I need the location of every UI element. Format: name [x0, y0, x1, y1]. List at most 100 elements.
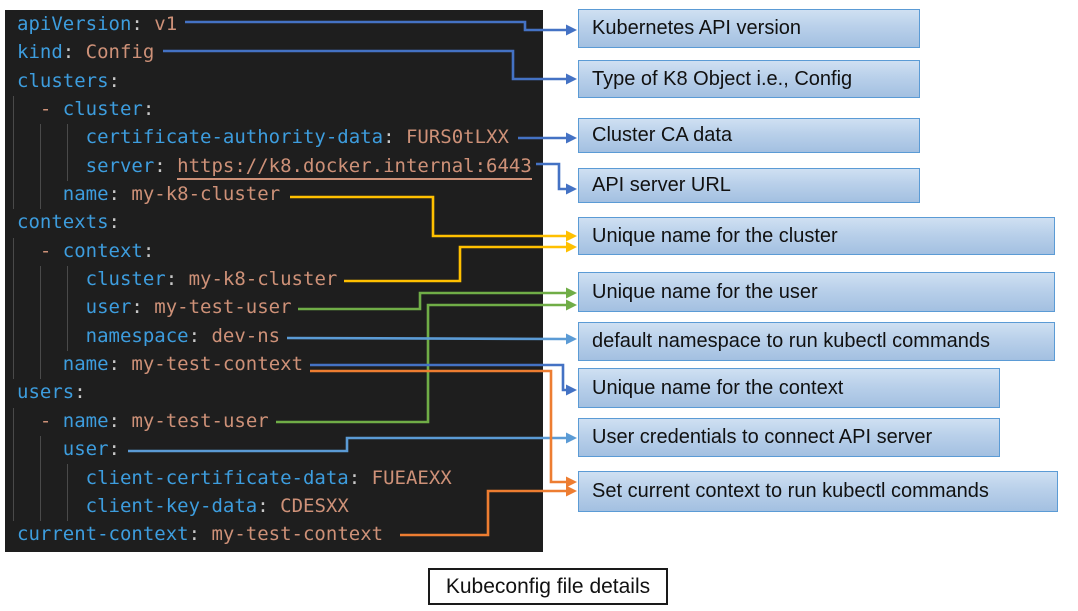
code-token-key: name	[62, 183, 109, 206]
code-token-val: my-test-context	[131, 353, 304, 376]
indent-guide-line	[67, 266, 68, 351]
code-token-plain	[17, 296, 86, 318]
code-line: client-key-data: CDESXX	[17, 492, 532, 520]
code-token-key: kind	[17, 41, 63, 64]
arrow-certdata-to-ca-data-label-head	[566, 132, 577, 144]
code-token-punc: :	[131, 13, 155, 35]
code-token-punc: :	[348, 466, 372, 489]
code-token-punc: :	[142, 239, 155, 262]
arrow-ctxuser-to-user-name-label-head	[566, 287, 577, 299]
code-token-punc: :	[165, 268, 189, 291]
code-line: name: my-test-context	[17, 350, 532, 378]
code-token-plain	[17, 467, 86, 489]
indent-guide-line	[40, 436, 41, 521]
code-token-punc: :	[383, 126, 406, 149]
code-token-punc: :	[108, 438, 120, 461]
code-token-key: certificate-authority-data	[85, 126, 384, 149]
code-token-plain	[17, 240, 40, 262]
annotation-text: API server URL	[592, 174, 731, 196]
code-token-val: FURS0tLXX	[405, 126, 509, 149]
code-line: name: my-k8-cluster	[17, 180, 532, 208]
code-line: current-context: my-test-context	[17, 520, 532, 548]
annotation-text: Unique name for the context	[592, 376, 844, 399]
arrow-namespace-to-namespace-label-head	[566, 333, 577, 345]
code-line: apiVersion: v1	[17, 10, 532, 38]
code-token-val: Config	[85, 41, 155, 64]
arrow-username-to-user-name-label-head	[566, 299, 577, 311]
code-token-punc: :	[188, 523, 212, 546]
code-line: user:	[17, 435, 532, 463]
annotation-cluster-name: Unique name for the cluster	[578, 217, 1055, 255]
indent-guide-line	[40, 124, 41, 209]
code-line: - cluster:	[17, 95, 532, 123]
code-token-plain	[17, 155, 86, 177]
code-token-plain	[17, 495, 86, 517]
code-token-plain	[17, 268, 86, 290]
annotation-context-name: Unique name for the context	[578, 368, 1000, 408]
annotation-text: User credentials to connect API server	[592, 426, 933, 448]
code-token-key: user	[62, 438, 109, 461]
annotation-user-credentials: User credentials to connect API server	[578, 418, 1000, 457]
code-token-key: contexts	[17, 211, 109, 234]
code-token-val: my-k8-cluster	[131, 183, 281, 206]
indent-guide-line	[40, 266, 41, 379]
arrow-apiversion-to-api-version-label-head	[566, 24, 577, 36]
annotation-ca-data: Cluster CA data	[578, 118, 920, 153]
code-token-val: my-test-user	[131, 409, 269, 432]
code-token-key: cluster	[85, 268, 166, 291]
code-token-val: my-test-user	[154, 296, 292, 319]
annotation-text: Unique name for the user	[592, 280, 818, 303]
code-token-dash: -	[39, 409, 63, 432]
indent-guide-line	[67, 464, 68, 521]
code-token-punc: :	[154, 154, 178, 177]
code-token-key: context	[62, 239, 143, 262]
annotation-object-type: Type of K8 Object i.e., Config	[578, 60, 920, 98]
code-token-key: clusters	[17, 69, 109, 92]
code-token-punc: :	[142, 98, 155, 121]
code-token-punc: :	[62, 41, 86, 64]
code-token-punc: :	[108, 69, 120, 92]
code-token-punc: :	[108, 211, 120, 234]
arrow-ctxname-to-context-name-label-head	[566, 384, 577, 396]
code-token-punc: :	[108, 409, 132, 432]
arrow-kind-to-object-type-label-head	[566, 73, 577, 85]
annotation-text: Kubernetes API version	[592, 17, 802, 39]
code-token-val: my-test-context	[211, 523, 384, 546]
code-token-punc: :	[131, 296, 155, 319]
code-token-punc: :	[108, 183, 132, 206]
annotation-text: Type of K8 Object i.e., Config	[592, 67, 853, 90]
code-line: users:	[17, 378, 532, 406]
code-token-key: cluster	[62, 98, 143, 121]
code-token-key: current-context	[17, 523, 189, 546]
server-url-link[interactable]: https://k8.docker.internal:6443	[177, 154, 532, 180]
code-token-key: name	[62, 353, 109, 376]
code-token-plain	[17, 325, 86, 347]
annotation-user-name: Unique name for the user	[578, 272, 1055, 312]
code-token-plain	[17, 98, 40, 120]
code-line: - context:	[17, 237, 532, 265]
annotation-api-version: Kubernetes API version	[578, 9, 920, 48]
caption-text: Kubeconfig file details	[445, 574, 651, 598]
code-token-val: v1	[154, 13, 178, 35]
code-token-key: user	[85, 296, 132, 319]
indent-guide-line	[13, 238, 14, 379]
annotation-text: Unique name for the cluster	[592, 224, 838, 247]
code-line: kind: Config	[17, 38, 532, 66]
arrow-currentctx-to-current-context-label-head	[566, 485, 577, 497]
code-token-plain	[17, 126, 86, 148]
code-token-key: users	[17, 381, 75, 404]
code-line: certificate-authority-data: FURS0tLXX	[17, 123, 532, 151]
arrow-user-to-credentials-label-head	[566, 432, 577, 444]
annotation-text: default namespace to run kubectl command…	[592, 330, 990, 352]
code-token-key: namespace	[85, 324, 189, 347]
arrow-server-to-api-server-url-label-head	[566, 183, 577, 195]
code-token-key: client-certificate-data	[85, 466, 349, 489]
code-token-punc: :	[257, 494, 281, 517]
arrow-clustername-to-cluster-name-label-head	[566, 230, 577, 242]
code-line: namespace: dev-ns	[17, 322, 532, 350]
code-token-key: server	[85, 154, 155, 177]
code-line: - name: my-test-user	[17, 407, 532, 435]
code-line: contexts:	[17, 208, 532, 236]
